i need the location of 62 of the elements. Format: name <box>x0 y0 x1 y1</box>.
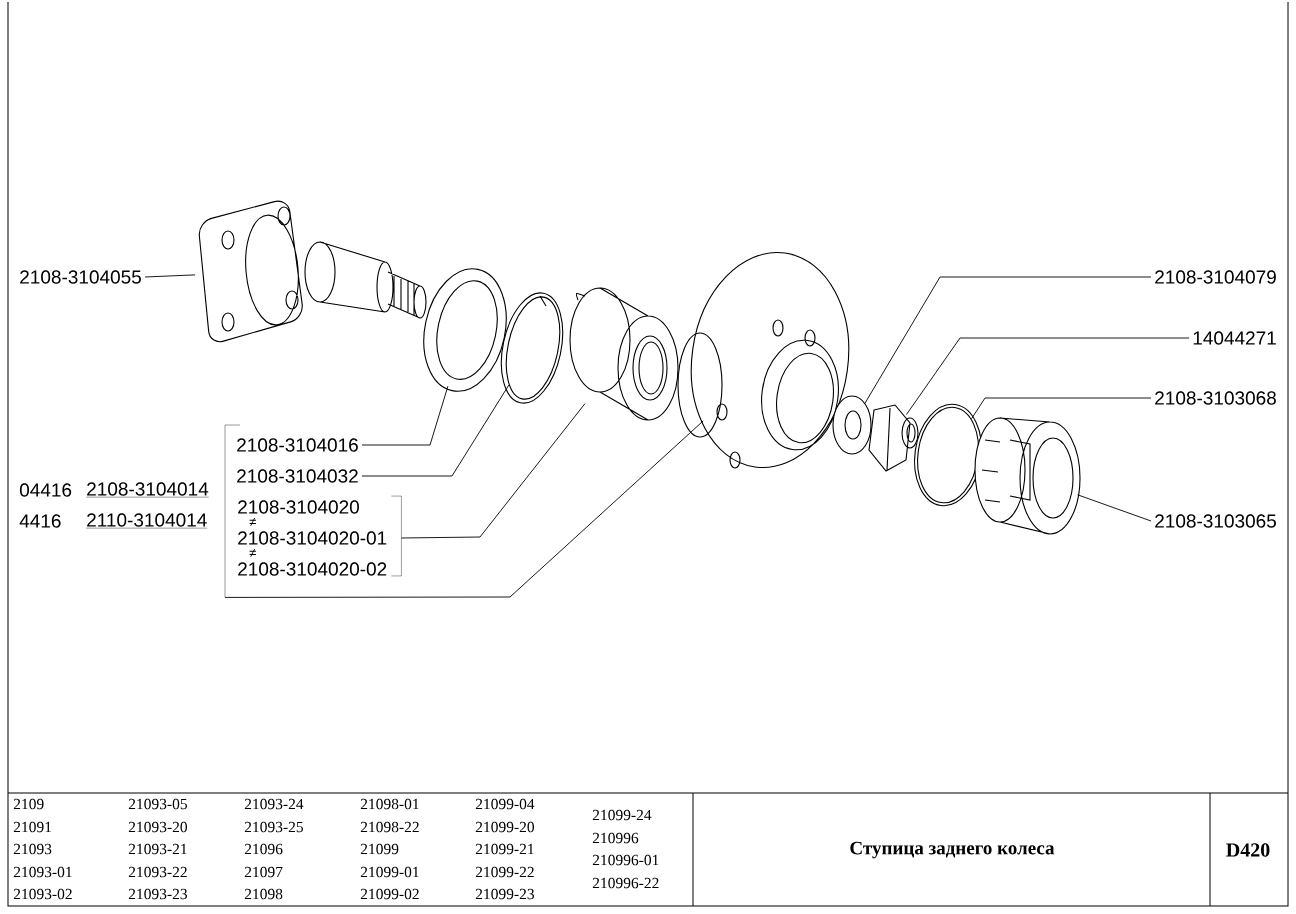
part-number: 2108-3104014 <box>86 482 209 498</box>
leader-line <box>144 274 196 278</box>
nut-drawing <box>868 404 919 472</box>
part-number: 14044271 <box>1193 331 1276 345</box>
leader-line <box>361 385 449 446</box>
model-code: 21093-23 <box>128 888 187 900</box>
model-code: 21093 <box>13 843 52 855</box>
model-code: 21093-05 <box>128 798 187 810</box>
model-code: 21099-20 <box>475 821 534 833</box>
model-code: 21093-22 <box>128 866 187 878</box>
leader-line <box>1077 494 1152 522</box>
leader-line <box>971 397 1152 420</box>
model-code: 21098-01 <box>360 798 419 810</box>
washer-drawing <box>832 395 872 455</box>
model-code: 21093-24 <box>244 798 304 810</box>
model-code: 21093-20 <box>128 821 187 833</box>
model-code: 21097 <box>244 866 283 878</box>
model-code: 21099-02 <box>360 888 419 900</box>
model-code: 210996-01 <box>592 854 659 866</box>
model-code: 21099-23 <box>475 888 534 900</box>
not-equal-sign: ≠ <box>249 517 256 526</box>
seal-ring-drawing <box>423 268 507 392</box>
model-code: 210996 <box>592 832 639 844</box>
leader-line <box>224 420 704 598</box>
part-number: 2108-3104079 <box>1155 270 1276 284</box>
model-code: 21099-01 <box>360 866 419 878</box>
model-code: 21093-01 <box>13 866 72 878</box>
part-number: 4416 <box>19 514 61 528</box>
snap-ring-drawing <box>500 292 564 404</box>
part-number: 2108-3104055 <box>20 270 141 284</box>
stub-axle-drawing <box>198 200 427 343</box>
leader-line <box>361 384 510 477</box>
title: Ступица заднего колеса <box>850 841 1055 859</box>
model-code: 21098-22 <box>360 821 419 833</box>
model-code: 21091 <box>13 821 51 833</box>
not-equal-sign: ≠ <box>249 548 256 557</box>
bearing-drawing <box>569 287 679 421</box>
model-code: 21093-25 <box>244 821 303 833</box>
o-ring-drawing <box>914 403 982 507</box>
model-code: 210996-22 <box>592 877 659 889</box>
model-code: 21099-21 <box>475 843 534 855</box>
leader-line <box>400 403 586 539</box>
wheel-hub-drawing <box>677 252 850 469</box>
part-number: 04416 <box>19 483 72 497</box>
page-code: D420 <box>1226 843 1270 857</box>
model-code: 21093-02 <box>13 888 72 900</box>
hub-cap-drawing <box>974 417 1081 535</box>
model-code: 21099-24 <box>592 809 652 821</box>
part-number: 2108-3103068 <box>1155 391 1276 405</box>
leader-line <box>905 337 1190 415</box>
model-code: 21099-04 <box>475 798 535 810</box>
model-code: 21098 <box>244 888 283 900</box>
part-number: 2108-3104032 <box>237 469 358 483</box>
part-number: 2110-3104014 <box>86 513 208 529</box>
leader-line <box>864 276 1152 404</box>
model-code: 21099-22 <box>475 866 534 878</box>
part-number: 2108-3104016 <box>237 438 358 452</box>
part-number: 2108-3103065 <box>1155 514 1276 528</box>
model-code: 21099 <box>360 843 399 855</box>
model-code: 21093-21 <box>128 843 187 855</box>
model-code: 2109 <box>13 798 44 810</box>
model-code: 21096 <box>244 843 283 855</box>
